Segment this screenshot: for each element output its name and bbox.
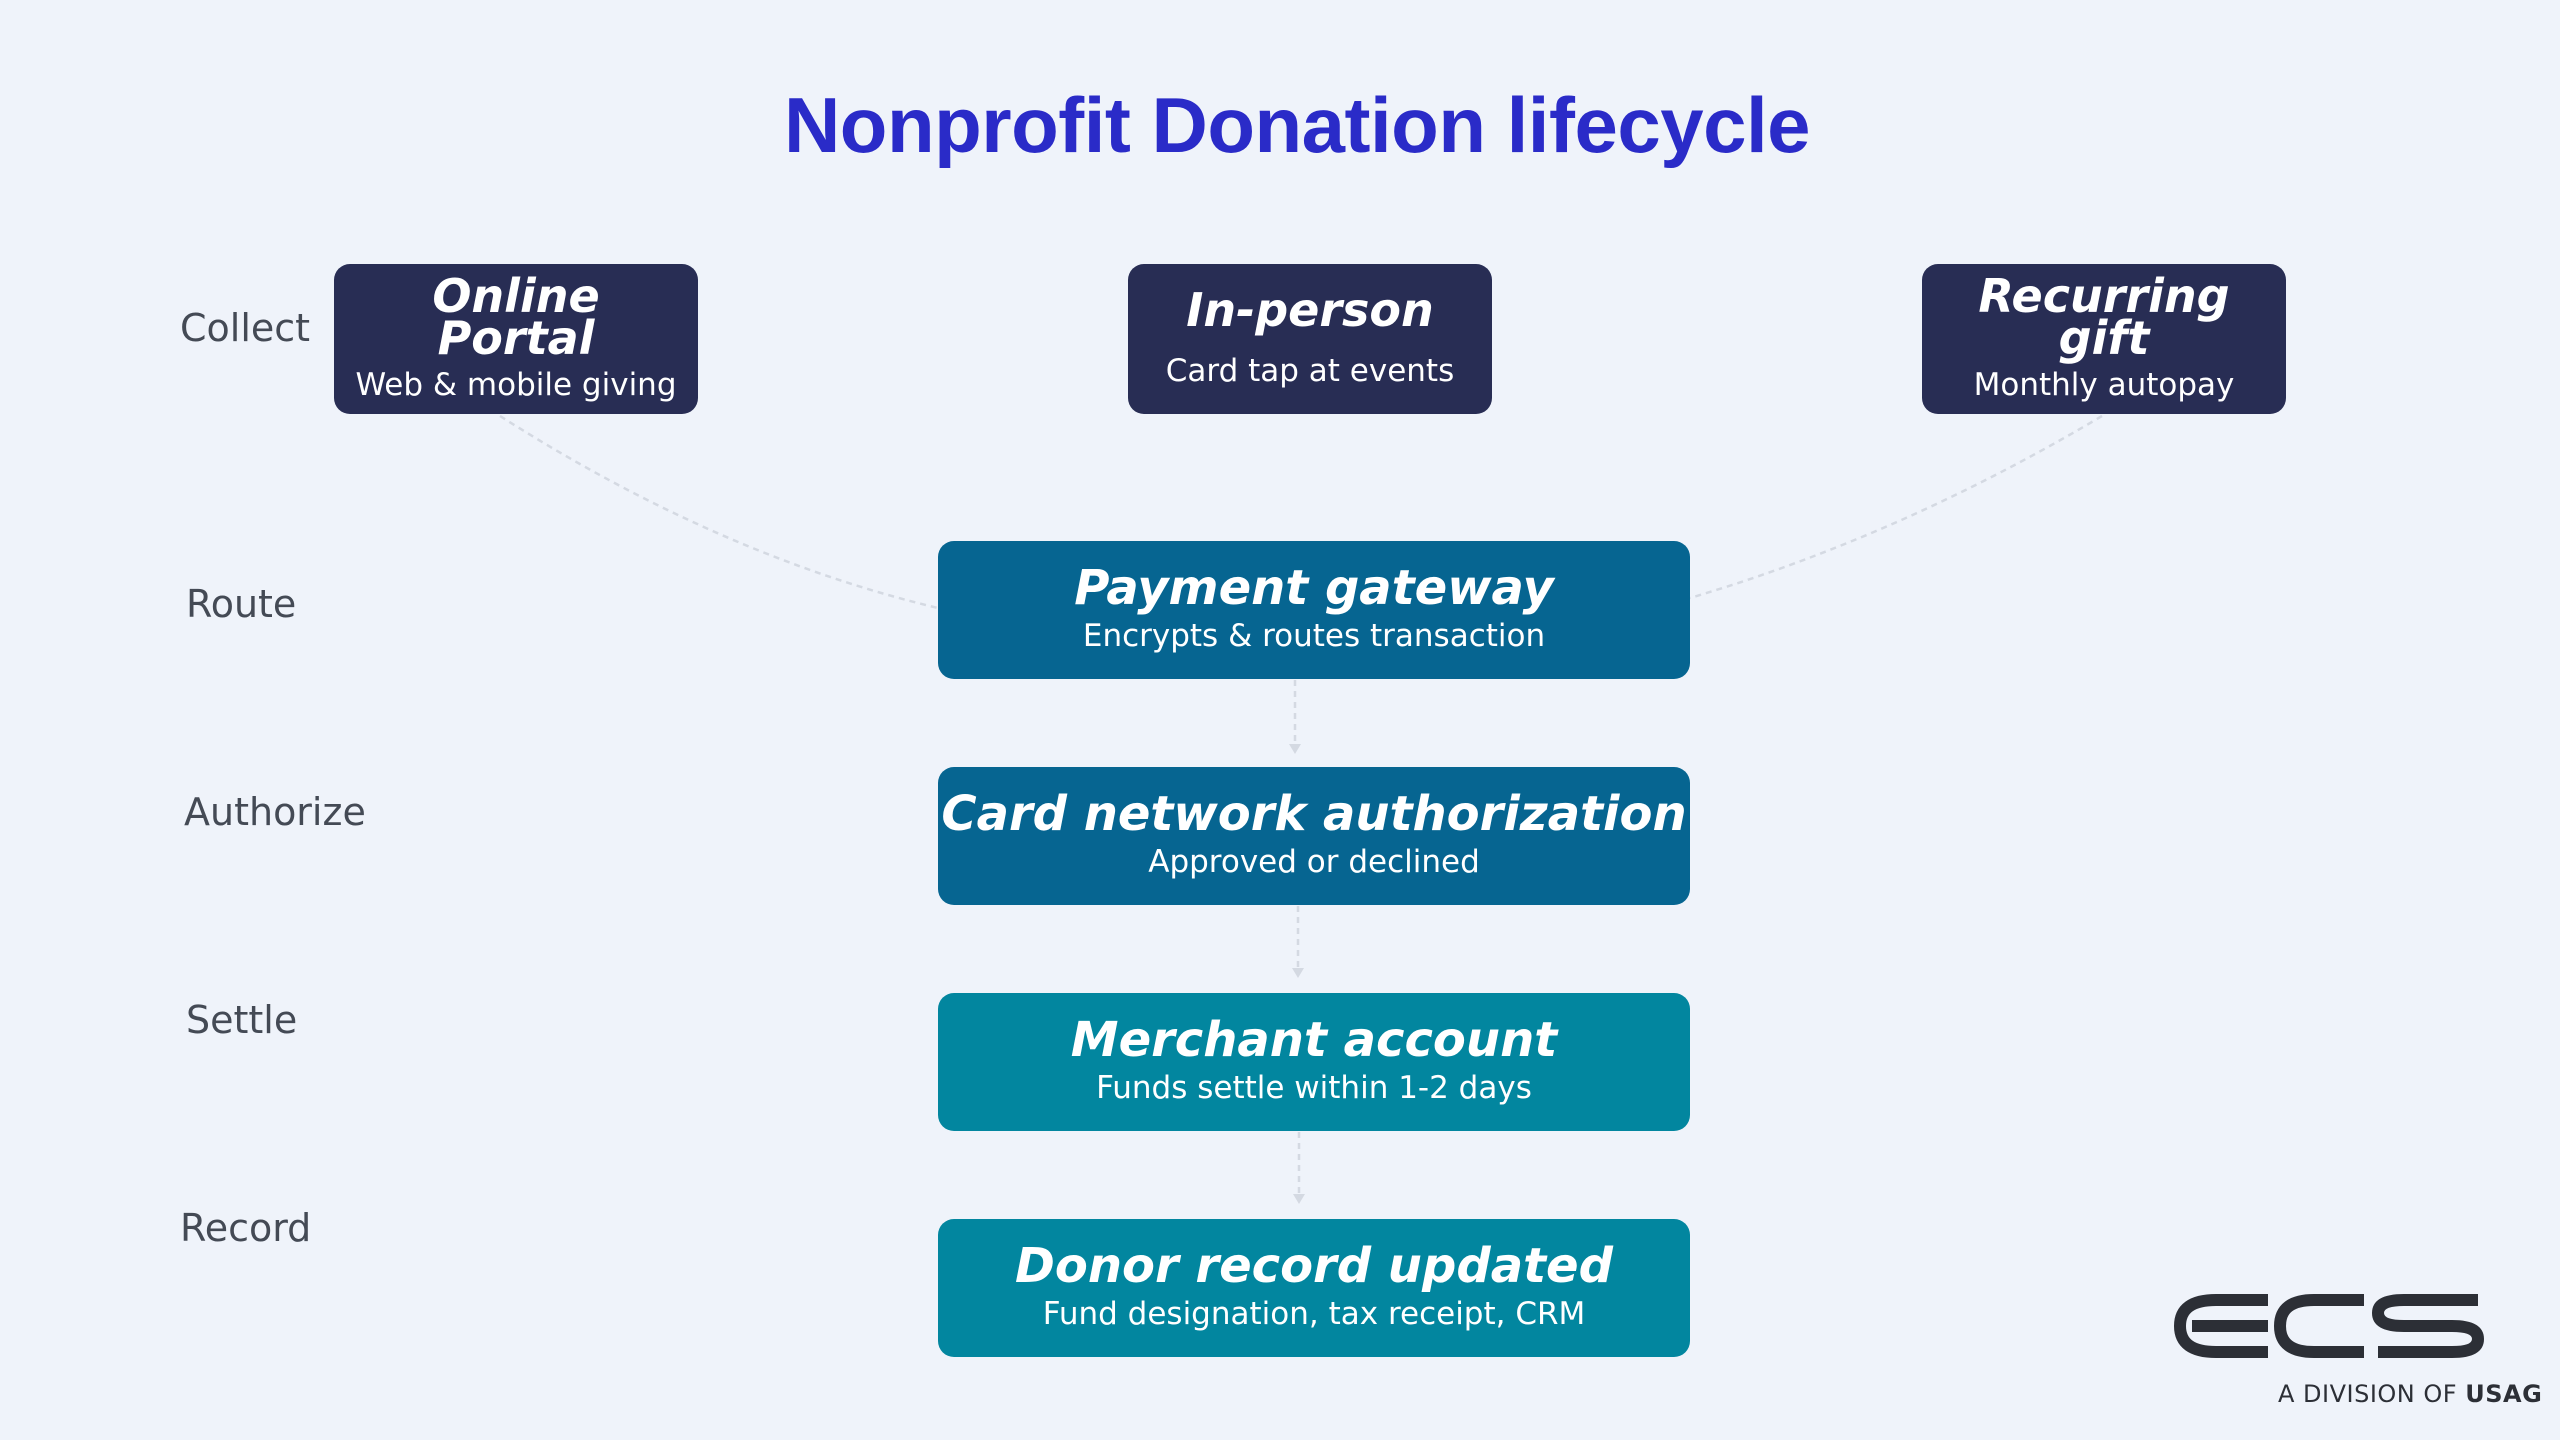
- ecs-logo: [2173, 1294, 2484, 1358]
- arrowhead-record: [1293, 1194, 1305, 1204]
- step-subtitle: Approved or declined: [1148, 844, 1480, 881]
- source-title: In-person: [1186, 282, 1434, 337]
- step-title: Merchant account: [1070, 1011, 1558, 1068]
- source-subtitle: Card tap at events: [1165, 353, 1455, 390]
- stage-label-authorize: Authorize: [184, 790, 366, 834]
- source-in-person: In-person Card tap at events: [1128, 264, 1492, 414]
- stage-label-record: Record: [180, 1206, 312, 1250]
- step-title: Payment gateway: [1074, 559, 1554, 616]
- stage-label-route: Route: [186, 582, 297, 626]
- source-recurring-gift: Recurring gift Monthly autopay: [1922, 264, 2286, 414]
- step-title: Donor record updated: [1015, 1237, 1613, 1294]
- step-payment-gateway: Payment gateway Encrypts & routes transa…: [938, 541, 1690, 679]
- step-subtitle: Funds settle within 1-2 days: [1096, 1070, 1532, 1107]
- source-online-portal: Online Portal Web & mobile giving: [334, 264, 698, 414]
- tagline-brand: USAG: [2465, 1380, 2543, 1408]
- stage-label-settle: Settle: [186, 998, 298, 1042]
- tagline-prefix: A DIVISION OF: [2278, 1380, 2458, 1408]
- arrowhead-merchant: [1292, 968, 1304, 978]
- step-merchant-account: Merchant account Funds settle within 1-2…: [938, 993, 1690, 1131]
- source-title: Online Portal: [432, 268, 600, 365]
- step-subtitle: Fund designation, tax receipt, CRM: [1042, 1296, 1586, 1333]
- step-title: Card network authorization: [941, 785, 1687, 842]
- connector-recurring-to-gateway: [1689, 414, 2103, 600]
- source-subtitle: Monthly autopay: [1973, 367, 2235, 404]
- stage-label-collect: Collect: [180, 306, 311, 350]
- step-donor-record-updated: Donor record updated Fund designation, t…: [938, 1219, 1690, 1357]
- logo-tagline: A DIVISION OF USAG: [2278, 1380, 2542, 1408]
- step-subtitle: Encrypts & routes transaction: [1082, 618, 1546, 655]
- source-subtitle: Web & mobile giving: [355, 367, 677, 404]
- connector-online-to-gateway: [499, 414, 939, 610]
- diagram-title: Nonprofit Donation lifecycle: [783, 81, 1811, 169]
- arrowhead-authorization: [1289, 744, 1301, 754]
- source-title: Recurring gift: [1978, 268, 2230, 365]
- step-card-network-authorization: Card network authorization Approved or d…: [938, 767, 1690, 905]
